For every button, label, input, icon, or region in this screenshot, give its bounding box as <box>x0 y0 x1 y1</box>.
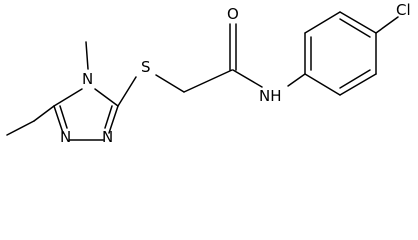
bond-ar-6 <box>304 73 341 96</box>
bond-ar-5-inner <box>339 69 371 89</box>
bond-c5-n1-double <box>59 105 68 129</box>
chemical-structure: Cl O NH S N N N <box>6 1 411 146</box>
ring-nitrogen-left-label: N <box>60 128 71 146</box>
carbonyl-oxygen-label: O <box>227 5 239 23</box>
amide-nitrogen-label: NH <box>259 87 282 105</box>
chlorine-atom-label: Cl <box>396 1 411 19</box>
bond-ar-3-inner <box>339 18 371 38</box>
ring-nitrogen-methyl-label: N <box>82 70 93 88</box>
bond-s-ch2 <box>155 74 185 93</box>
bond-ar-3 <box>339 11 377 34</box>
bond-c3-s <box>117 76 137 107</box>
bond-ethyl-ch3 <box>6 120 35 136</box>
bond-ethyl-ch2 <box>33 105 55 122</box>
bond-n-methyl <box>85 41 89 70</box>
atom-labels: Cl O NH S N N N <box>60 1 411 146</box>
bond-ar-2 <box>304 11 341 34</box>
ring-nitrogen-right-label: N <box>102 128 113 146</box>
bond-n2-c3-double <box>104 105 113 129</box>
bond-c3-n4 <box>94 88 119 107</box>
bond-c-cl <box>375 16 399 34</box>
bond-n2-c3 <box>108 105 119 134</box>
bond-carbonyl-n <box>232 69 263 88</box>
bond-lines <box>6 11 399 141</box>
bond-c5-n1 <box>53 105 64 134</box>
bond-n-aryl <box>287 73 306 87</box>
bond-ch2-carbonyl <box>183 69 233 93</box>
bond-c5-n4 <box>53 88 83 107</box>
thioether-sulfur-label: S <box>141 58 151 76</box>
bond-ar-5 <box>339 73 377 96</box>
